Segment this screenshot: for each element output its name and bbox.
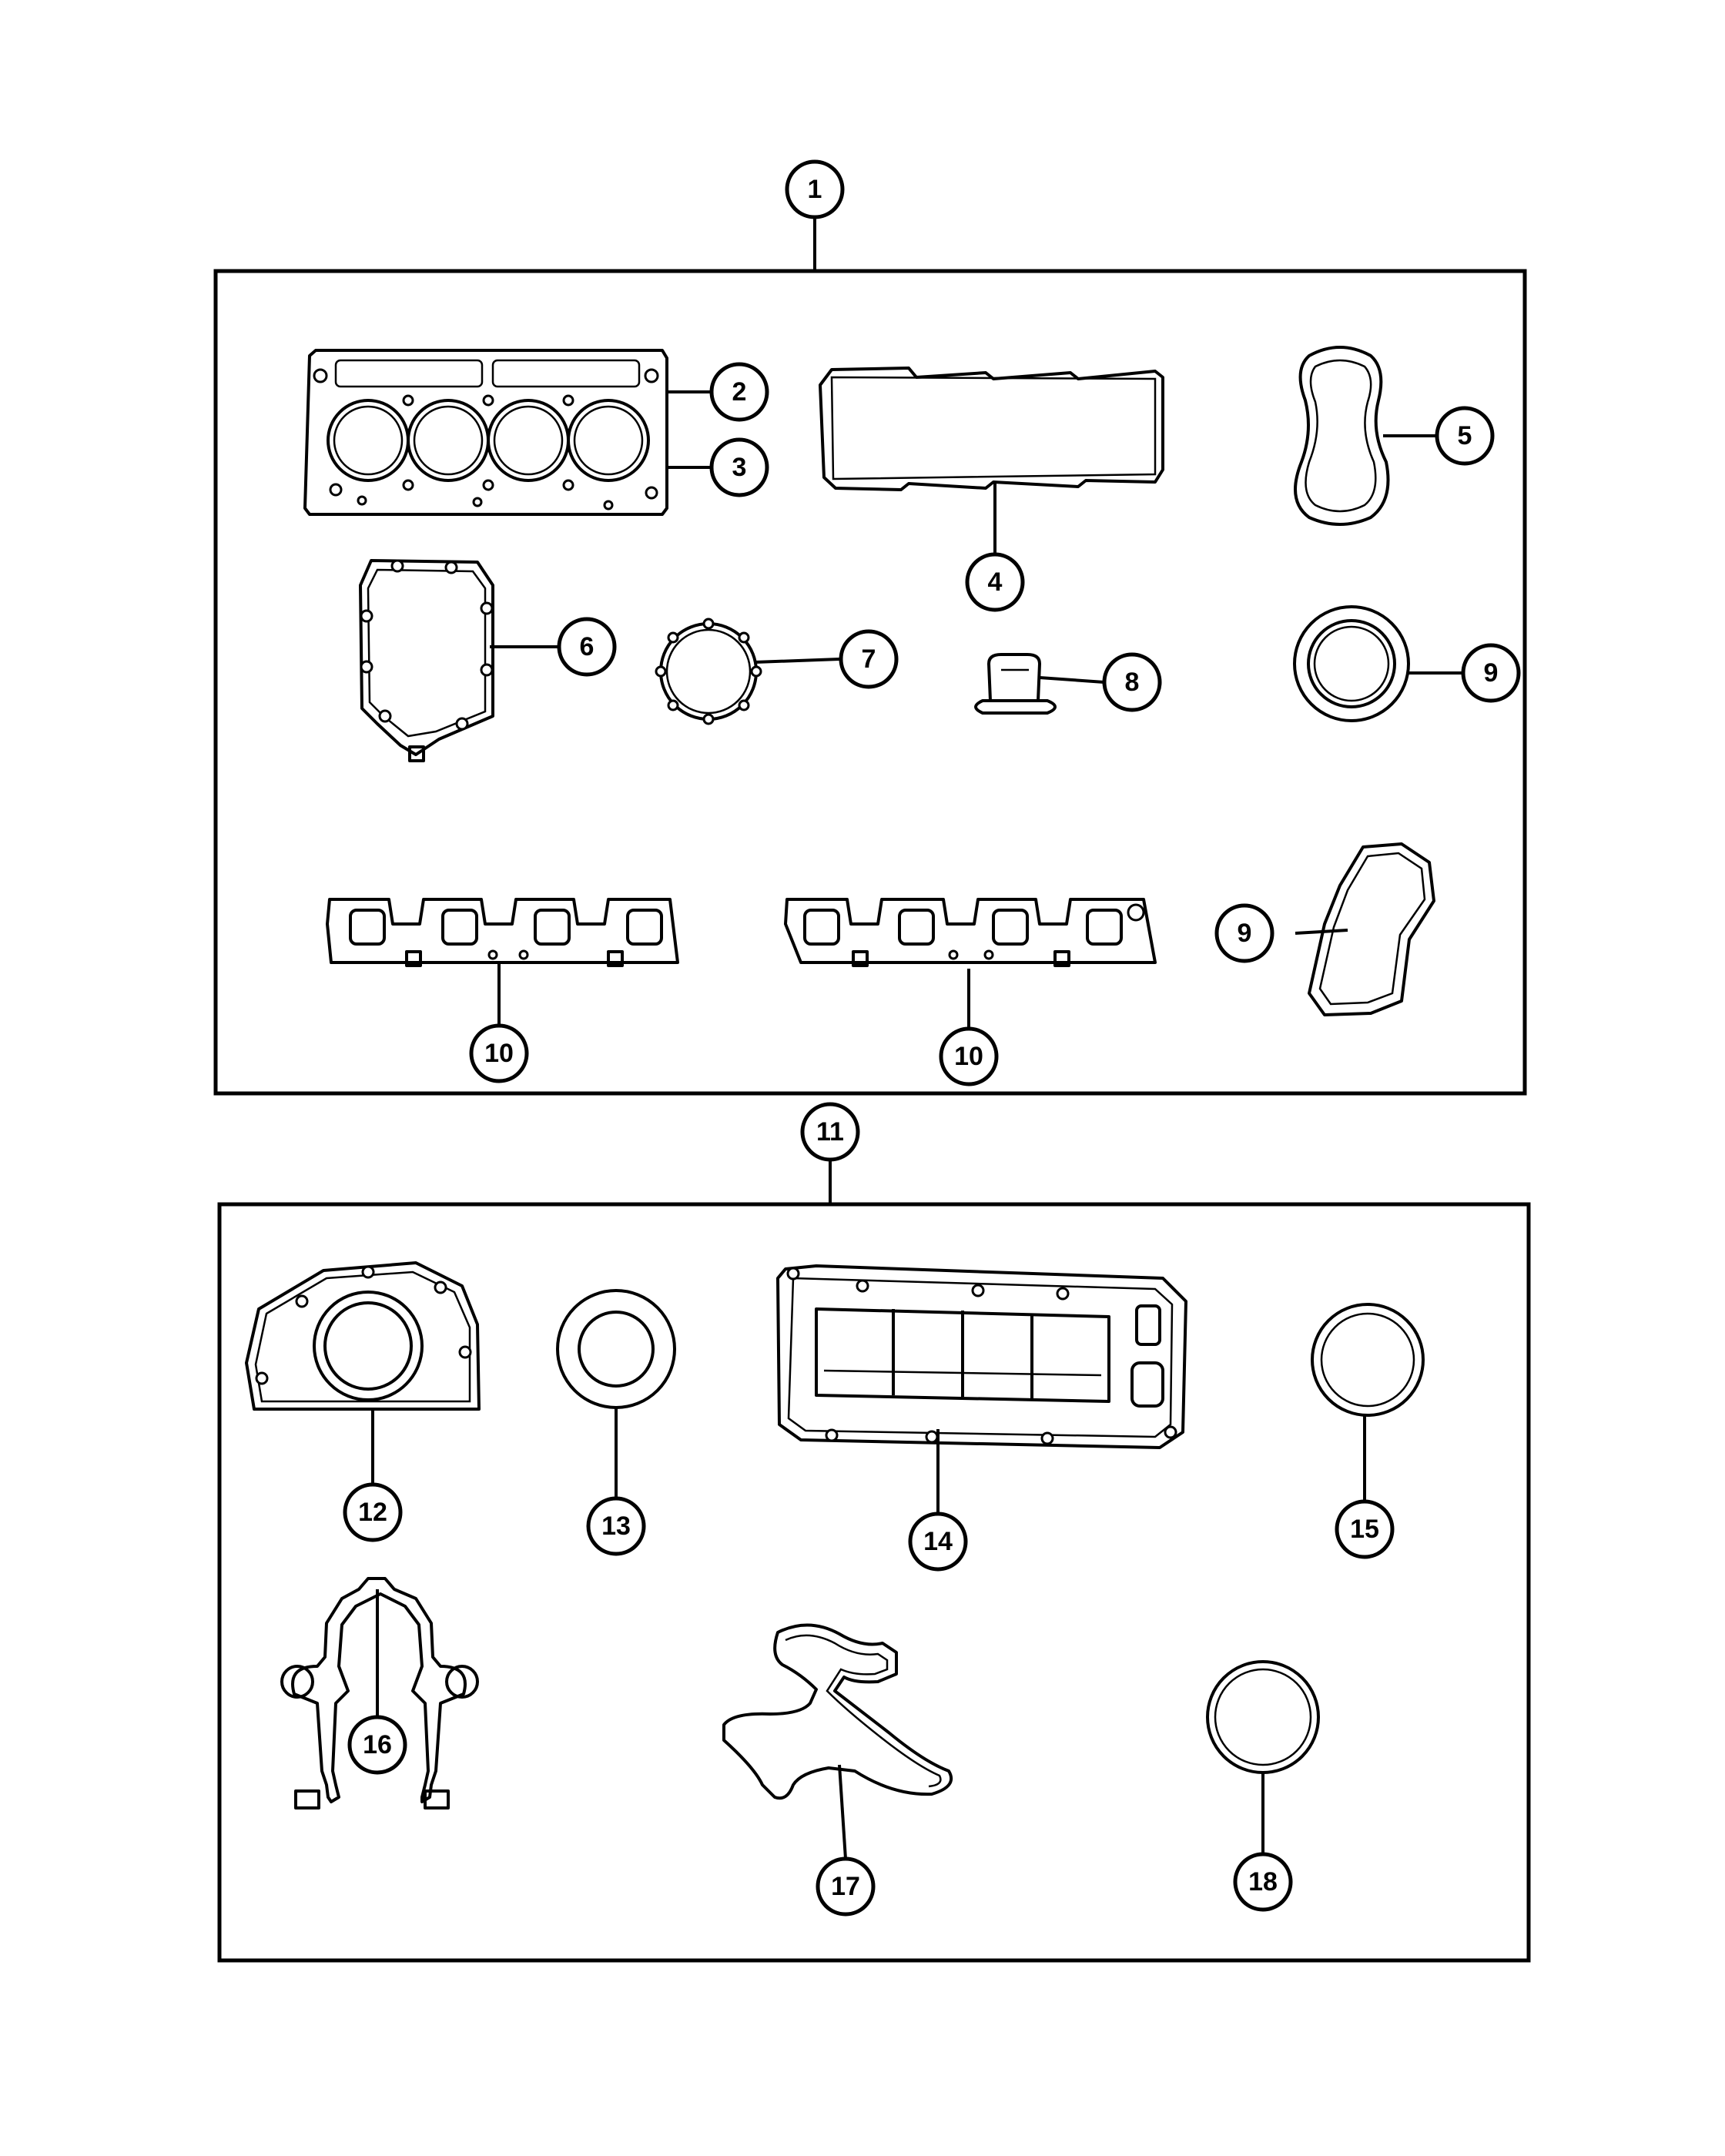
leader-lines (371, 217, 1463, 1860)
svg-text:5: 5 (1458, 421, 1472, 450)
oil-pan-gasket (776, 1264, 1187, 1449)
intake-port-gasket (1294, 346, 1390, 526)
oil-pump-gasket (655, 618, 762, 725)
svg-text:14: 14 (923, 1527, 953, 1556)
svg-text:15: 15 (1350, 1515, 1379, 1544)
svg-text:6: 6 (580, 632, 595, 661)
timing-cover-gasket (359, 559, 494, 762)
callout-18: 18 (1233, 1852, 1293, 1912)
o-ring-seal-small (1206, 1660, 1320, 1774)
svg-text:16: 16 (363, 1730, 392, 1759)
svg-text:10: 10 (484, 1039, 514, 1068)
callout-14: 14 (908, 1512, 968, 1572)
svg-text:2: 2 (732, 377, 747, 407)
callout-13: 13 (586, 1496, 646, 1556)
rear-cover-gasket (1308, 842, 1435, 1016)
valve-cover-gasket (819, 367, 1164, 491)
svg-text:4: 4 (988, 567, 1003, 597)
callout-2: 2 (709, 362, 769, 422)
rear-main-seal-retainer (245, 1261, 481, 1411)
callout-4: 4 (965, 552, 1025, 612)
svg-text:18: 18 (1248, 1867, 1278, 1897)
svg-text:12: 12 (358, 1498, 387, 1527)
callout-7: 7 (839, 629, 899, 689)
callout-10-left: 10 (469, 1023, 529, 1083)
callout-5: 5 (1435, 406, 1495, 466)
lower-kit-frame (217, 1202, 1531, 1963)
cylinder-head-gasket (303, 349, 668, 516)
exhaust-manifold-gasket-right (784, 898, 1157, 967)
exhaust-manifold-gasket-left (326, 898, 679, 967)
callout-12: 12 (343, 1482, 403, 1542)
svg-text:11: 11 (816, 1117, 844, 1147)
front-cover-gasket (280, 1577, 479, 1810)
svg-text:17: 17 (831, 1872, 860, 1901)
valve-stem-seal (974, 653, 1057, 715)
callout-9-gasket: 9 (1214, 903, 1274, 963)
o-ring-seal-large (1311, 1303, 1425, 1417)
water-pump-gasket (722, 1623, 953, 1800)
callout-15: 15 (1335, 1499, 1395, 1559)
svg-text:13: 13 (601, 1512, 631, 1541)
svg-text:9: 9 (1238, 919, 1252, 948)
svg-text:3: 3 (732, 453, 747, 482)
callout-16: 16 (347, 1715, 407, 1775)
callout-17: 17 (816, 1856, 876, 1917)
front-crankshaft-seal (556, 1289, 676, 1409)
svg-text:10: 10 (954, 1042, 983, 1071)
callout-1: 1 (785, 159, 845, 219)
callout-11: 11 (800, 1102, 860, 1162)
callout-10-right: 10 (939, 1026, 999, 1086)
svg-text:8: 8 (1125, 668, 1140, 697)
svg-text:1: 1 (808, 175, 822, 204)
svg-text:9: 9 (1484, 658, 1499, 688)
callout-6: 6 (557, 617, 617, 677)
upper-kit-frame (213, 269, 1527, 1096)
callout-3: 3 (709, 437, 769, 497)
callout-9-seal: 9 (1461, 643, 1521, 703)
callout-8: 8 (1102, 652, 1162, 712)
crankshaft-seal (1293, 605, 1410, 722)
svg-text:7: 7 (862, 644, 876, 674)
